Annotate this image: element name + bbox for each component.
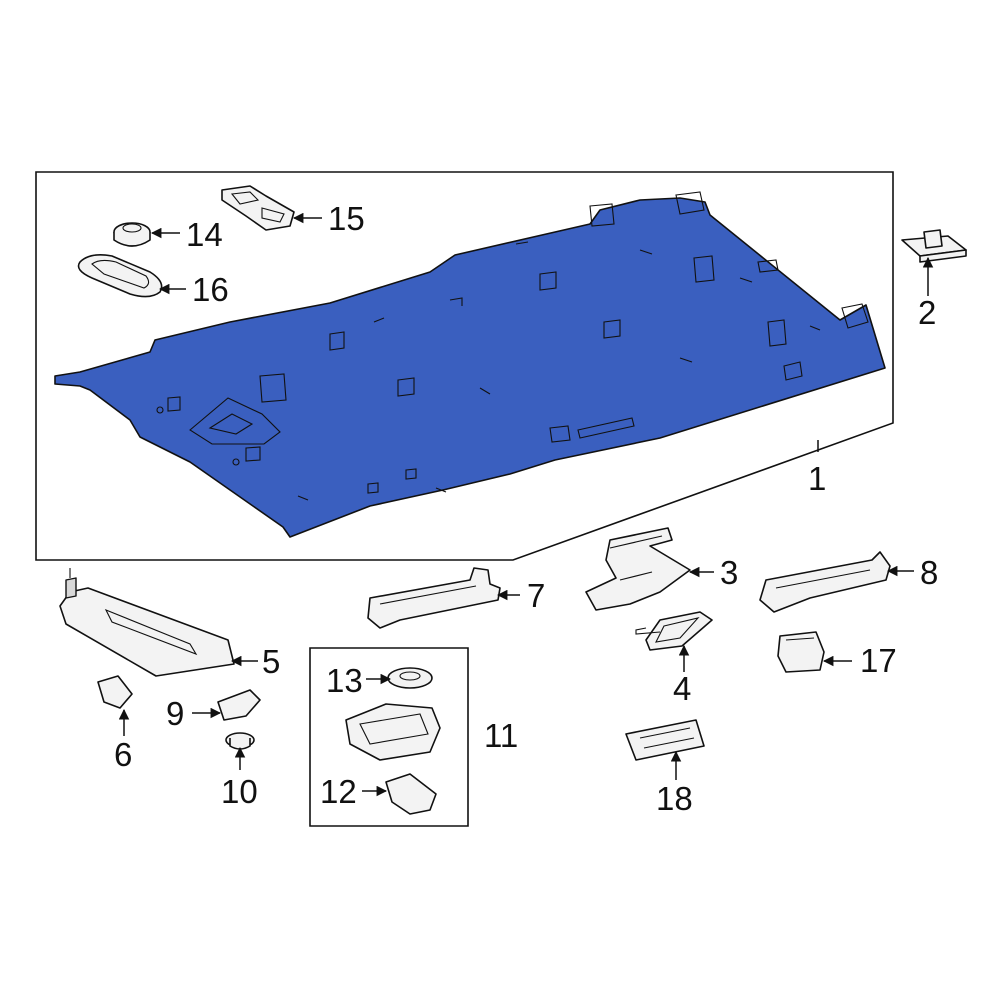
callout-1: 1 bbox=[808, 460, 826, 497]
part-13-cover bbox=[387, 667, 433, 689]
callout-16: 16 bbox=[192, 271, 229, 308]
callout-3: 3 bbox=[720, 554, 738, 591]
part-18-switch bbox=[625, 719, 705, 761]
part-4-lamp bbox=[635, 611, 713, 651]
part-11-frame bbox=[309, 647, 469, 827]
callout-13: 13 bbox=[326, 662, 363, 699]
part-15-bracket bbox=[221, 185, 295, 231]
callout-9: 9 bbox=[166, 695, 184, 732]
callout-7: 7 bbox=[527, 577, 545, 614]
callout-17: 17 bbox=[860, 642, 897, 679]
callout-2: 2 bbox=[918, 294, 936, 331]
callout-14: 14 bbox=[186, 216, 223, 253]
part-6-holder bbox=[97, 675, 133, 709]
part-9-clip bbox=[217, 689, 261, 721]
headliner-frame bbox=[35, 171, 894, 561]
part-7-grab-handle bbox=[367, 567, 501, 629]
part-12-bracket bbox=[385, 773, 437, 815]
part-5-sun-visor bbox=[59, 568, 235, 677]
part-14-grommet bbox=[113, 222, 151, 247]
callout-11: 11 bbox=[484, 717, 518, 754]
part-10-fastener bbox=[225, 732, 255, 750]
callout-10: 10 bbox=[221, 773, 258, 810]
part-2-clip bbox=[901, 229, 967, 263]
callout-5: 5 bbox=[262, 643, 280, 680]
headliner-body bbox=[54, 197, 886, 538]
part-17-lamp bbox=[777, 631, 825, 673]
part-16-lamp-cover bbox=[77, 254, 163, 298]
callout-8: 8 bbox=[920, 554, 938, 591]
headliner-panel bbox=[54, 191, 886, 538]
part-8-grab-handle bbox=[759, 551, 891, 613]
callout-12: 12 bbox=[320, 773, 357, 810]
part-11-console bbox=[345, 703, 441, 761]
callout-4: 4 bbox=[673, 670, 691, 707]
callout-18: 18 bbox=[656, 780, 693, 817]
part-3-duct bbox=[585, 527, 691, 611]
callout-15: 15 bbox=[328, 200, 365, 237]
callout-6: 6 bbox=[114, 736, 132, 773]
